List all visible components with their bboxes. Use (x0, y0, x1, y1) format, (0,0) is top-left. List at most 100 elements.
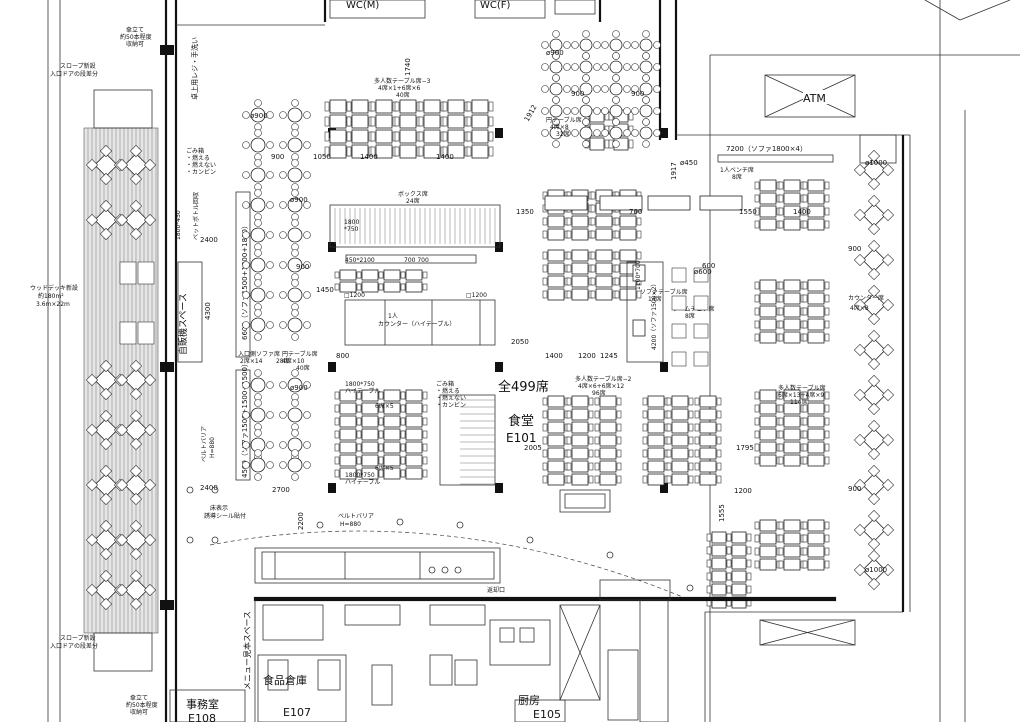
tbl-450-2100: 450*2100 (345, 257, 375, 264)
deck-chair (143, 158, 157, 172)
floor-sign-2: 誘導シール貼付 (204, 512, 246, 520)
dining-table (423, 114, 441, 129)
round-chair (552, 74, 560, 82)
dining-chair (726, 546, 732, 555)
round-chair (303, 411, 311, 419)
dining-table (471, 114, 489, 129)
dining-chair (746, 546, 752, 555)
round-table (250, 257, 266, 273)
deck-table (862, 203, 886, 227)
dining-chair (824, 294, 830, 303)
dining-table (807, 192, 825, 205)
menu-sample-label: メニュー見本スペース (242, 611, 252, 690)
slope-top: スロープ新設 (60, 62, 96, 70)
sofa-table-seats: 14席 (648, 295, 662, 303)
barrier-post (686, 584, 694, 592)
round-chair (642, 74, 650, 82)
deck-chair (129, 547, 143, 561)
dining-table (399, 129, 417, 144)
dining-chair (642, 410, 648, 419)
deck-chair (867, 149, 881, 163)
round-chair (279, 111, 287, 119)
dining-table (671, 447, 689, 460)
dining-chair (824, 417, 830, 426)
wc-women-label: WC(F) (480, 0, 511, 11)
dining-table (351, 114, 369, 129)
dining-chair (378, 271, 384, 279)
round-chair (266, 441, 274, 449)
dining-chair (488, 116, 494, 127)
dining-chair (802, 534, 808, 543)
deck-table (862, 338, 886, 362)
dining-chair (694, 462, 700, 471)
dining-chair (824, 456, 830, 465)
dining-chair (378, 391, 384, 400)
atm-area: ATM (764, 74, 856, 118)
bench-end (859, 134, 897, 164)
umbrella-bottom-3: 収納可 (130, 708, 148, 716)
deck-chair (129, 199, 143, 213)
dining-table (699, 408, 717, 421)
round-c: 32席 (556, 130, 570, 138)
dining-chair (418, 101, 424, 112)
round-table (579, 60, 593, 74)
dining-chair (824, 534, 830, 543)
dining-table (383, 441, 401, 454)
dining-chair (688, 436, 694, 445)
round-chair (303, 291, 311, 299)
counter-center-b: カウンター（ハイテーブル） (378, 320, 455, 328)
round-chair (653, 63, 661, 71)
dining-chair (802, 417, 808, 426)
dining-chair (694, 423, 700, 432)
deck-chair (867, 239, 881, 253)
dining-chair (694, 475, 700, 484)
dining-chair (566, 449, 572, 458)
high-table-2: 1800*750 (345, 472, 375, 479)
round-chair (279, 411, 287, 419)
round-chair (631, 85, 639, 93)
round-table (549, 104, 563, 118)
dining-chair (400, 271, 406, 279)
dining-chair (566, 290, 572, 299)
dining-chair (400, 283, 406, 291)
round-chair (242, 171, 250, 179)
round-chair (279, 201, 287, 209)
deck-chair (99, 492, 113, 506)
dim-1555: 1555 (718, 504, 726, 522)
dining-chair (666, 397, 672, 406)
round-chair (552, 118, 560, 126)
deck-chair (99, 437, 113, 451)
dining-table (807, 331, 825, 344)
dim-1795: 1795 (736, 444, 754, 452)
sofa-left-b: 2席×14 (240, 357, 263, 365)
dim-900b: 900 (571, 90, 584, 98)
dining-table (671, 434, 689, 447)
dining-chair (334, 404, 340, 413)
bench-dim: 7200（ソファ1800×4） (726, 145, 807, 153)
dining-table (783, 441, 801, 454)
dining-chair (566, 436, 572, 445)
box-label: ボックス席 (398, 190, 428, 198)
dining-chair (754, 333, 760, 342)
round-table (609, 82, 623, 96)
dining-chair (400, 456, 406, 465)
deck-chair (881, 343, 895, 357)
dining-table (731, 570, 747, 583)
dining-table (405, 428, 423, 441)
kitchen-area: 事務室 E108 食品倉庫 E107 厨房 E105 (169, 547, 837, 722)
deck-chair (881, 298, 895, 312)
multi1-label: 多人数テーブル席 (778, 384, 826, 392)
dining-chair (334, 443, 340, 452)
dining-chair (594, 449, 600, 458)
dining-chair (566, 230, 572, 239)
kitchen-name: 厨房 (518, 694, 540, 707)
dining-chair (746, 572, 752, 581)
deck-chair (129, 519, 143, 533)
dining-chair (694, 410, 700, 419)
round-chair (541, 41, 549, 49)
round-chair (291, 99, 299, 107)
dining-table (595, 215, 613, 228)
round-chair (303, 321, 311, 329)
round-chair (563, 63, 571, 71)
round-table (579, 126, 593, 140)
